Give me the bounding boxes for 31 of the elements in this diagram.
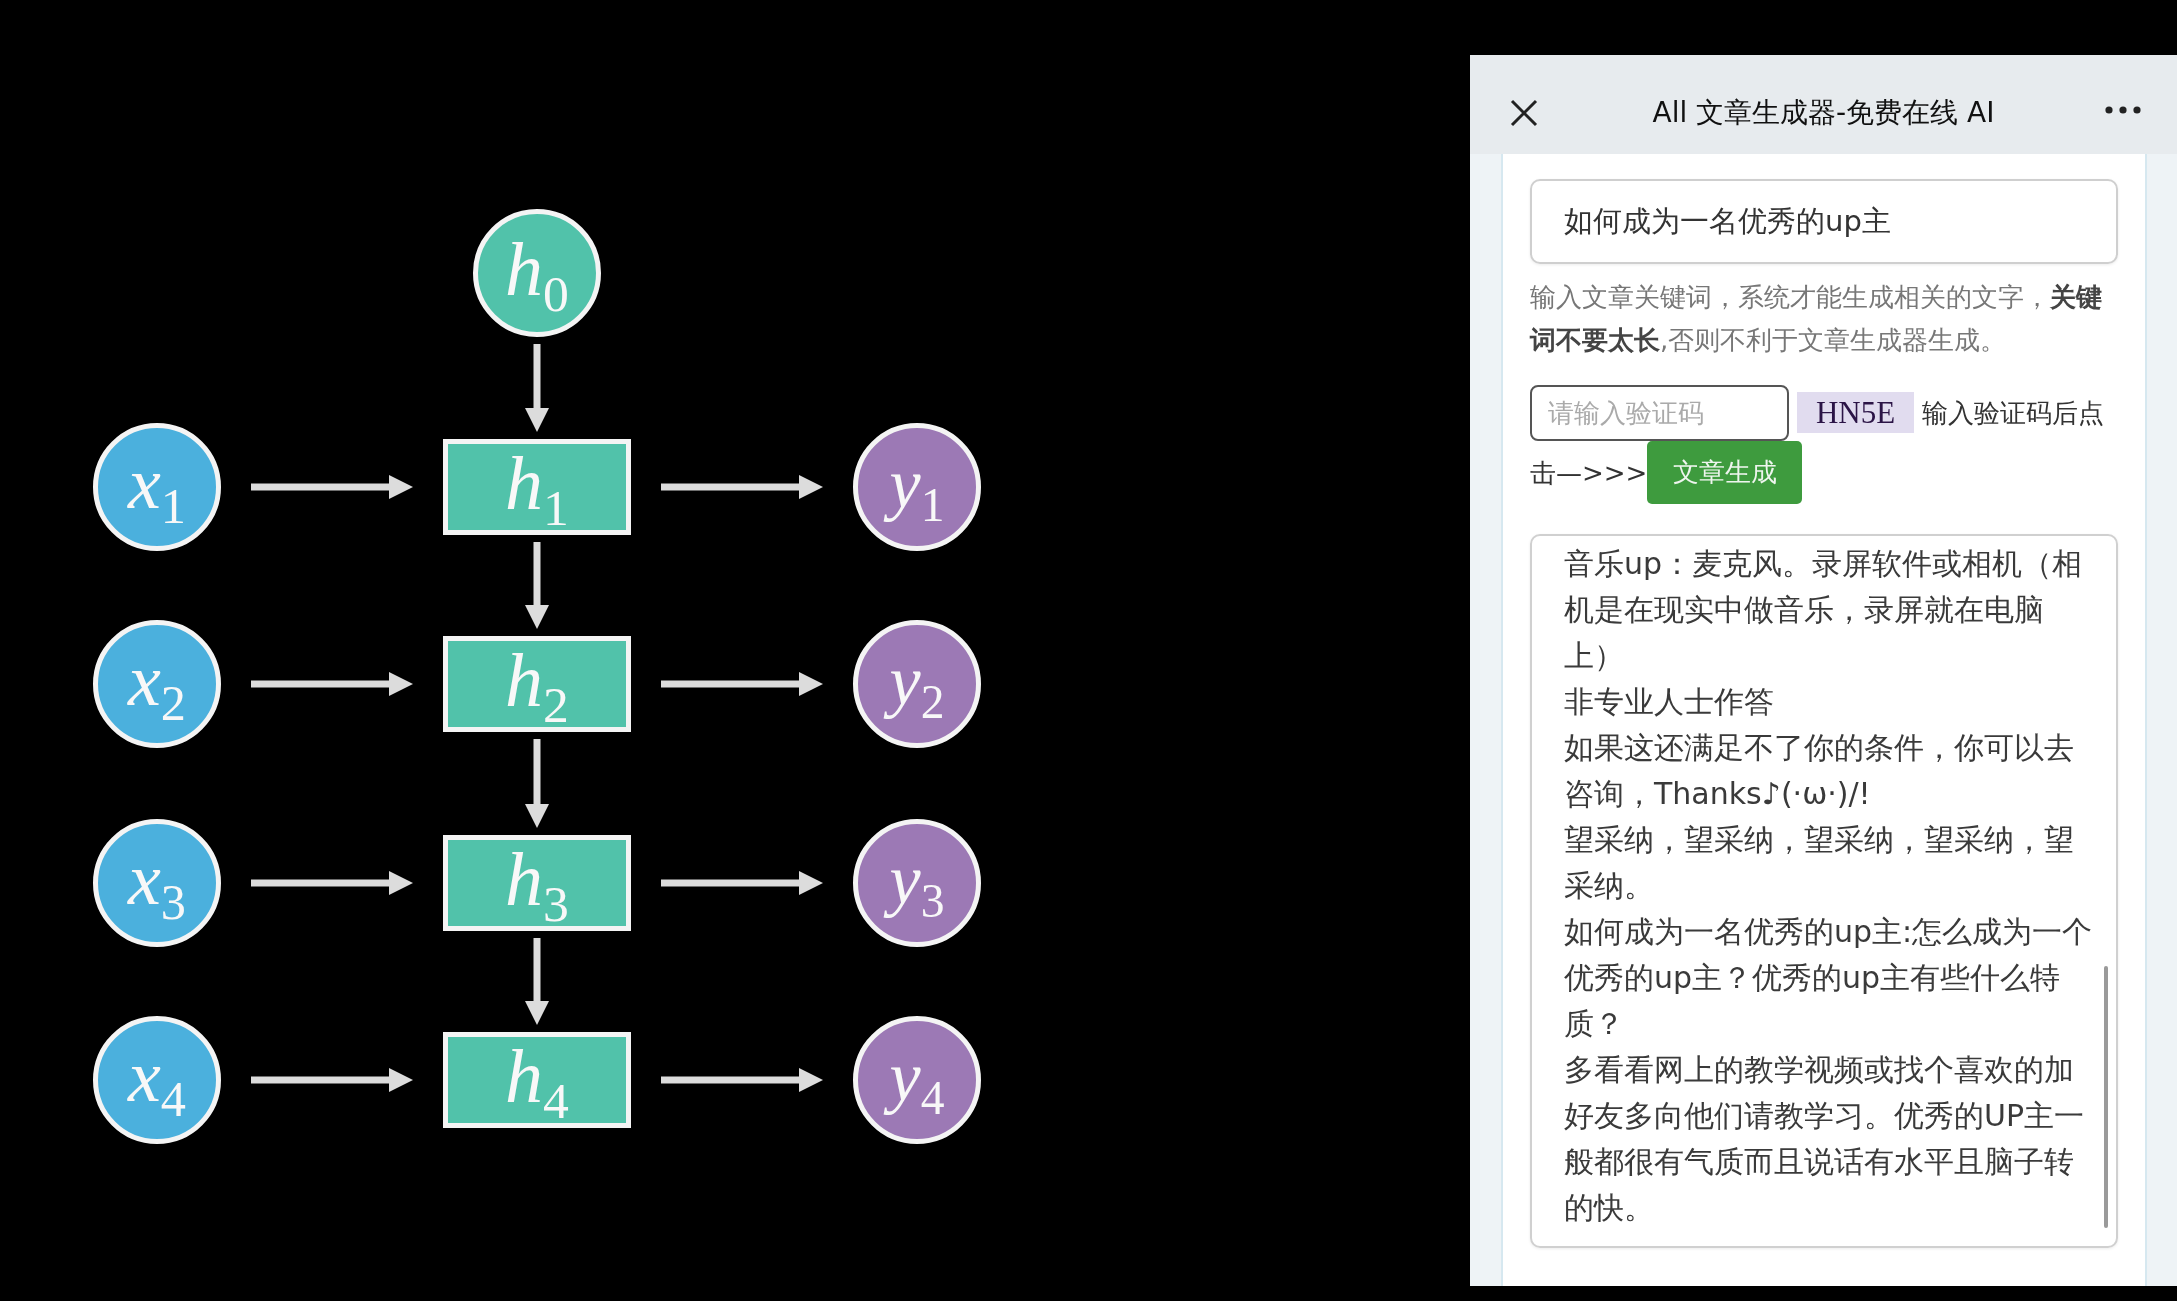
variable-label: x$_{1}$ (126, 440, 187, 536)
variable-label: h$_{4}$ (504, 1032, 570, 1131)
help-text: 输入文章关键词，系统才能生成相关的文字，关键词不要太长,否则不利于文章生成器生成。 (1530, 281, 2103, 357)
variable-label: h$_{2}$ (504, 636, 570, 735)
hidden-state-box (443, 1032, 631, 1128)
hidden-state-box (443, 439, 631, 535)
variable-label: x$_{3}$ (126, 836, 187, 932)
variable-label: h$_{0}$ (504, 225, 570, 324)
output-paragraph: 如果这还满足不了你的条件，你可以去咨询，Thanks♪(·ω·)/! (1564, 729, 2075, 813)
output-paragraph: 音乐up：麦克风。录屏软件或相机（相机是在现实中做音乐，录屏就在电脑上） (1564, 545, 2084, 675)
variable-label: y$_{1}$ (881, 437, 953, 537)
captcha-image: HN5E (1797, 392, 1914, 433)
variable-label: y$_{2}$ (881, 634, 953, 734)
hidden-state-box (443, 835, 631, 931)
variable-label: x$_{4}$ (126, 1033, 187, 1129)
output-paragraph: 望采纳，望采纳，望采纳，望采纳，望采纳。 (1564, 821, 2075, 905)
output-paragraph: 多看看网上的教学视频或找个喜欢的加好友多向他们请教学习。优秀的UP主一般都很有气质而且说话有水平且脑子转的快。 (1564, 1051, 2086, 1227)
page-title: All 文章生成器-免费在线 AI (1652, 95, 1995, 131)
variable-label: x$_{2}$ (126, 637, 187, 733)
keyword-input-field: 如何成为一名优秀的up主 (1530, 179, 2118, 264)
variable-label: y$_{3}$ (881, 833, 953, 933)
hidden-state-box (443, 636, 631, 732)
output-paragraph: 非专业人士作答 (1564, 683, 1775, 721)
variable-label: y$_{4}$ (881, 1030, 953, 1130)
output-paragraph: 如何成为一名优秀的up主:怎么成为一个优秀的up主？优秀的up主有些什么特质？ (1564, 913, 2094, 1043)
instruction-text: 击—>>> (1530, 456, 1648, 490)
variable-label: h$_{1}$ (504, 439, 570, 538)
instruction-text: 输入验证码后点 (1922, 396, 2104, 430)
generate-button: 文章生成 (1647, 441, 1803, 504)
variable-label: h$_{3}$ (504, 835, 570, 934)
captcha-input-field: 请输入验证码 (1530, 384, 1789, 441)
